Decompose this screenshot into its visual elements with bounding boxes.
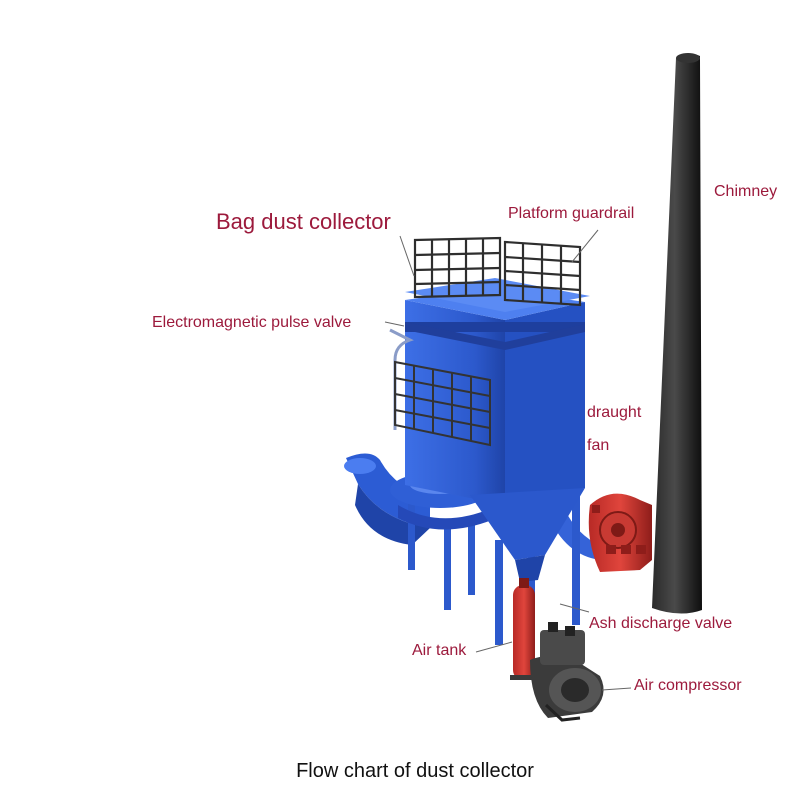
label-bag-dust-collector: Bag dust collector: [216, 211, 391, 233]
label-air-compressor: Air compressor: [634, 678, 742, 694]
label-fan: fan: [587, 438, 609, 454]
label-pulse-valve: Electromagnetic pulse valve: [152, 315, 351, 331]
label-chimney: Chimney: [714, 184, 777, 200]
label-ash-discharge-valve: Ash discharge valve: [589, 616, 732, 632]
figure-caption: Flow chart of dust collector: [0, 760, 800, 783]
label-air-tank: Air tank: [412, 643, 466, 659]
air-compressor-shape: [530, 622, 604, 720]
chimney-shape: [652, 53, 702, 614]
label-draught: draught: [587, 405, 641, 421]
label-platform-guardrail: Platform guardrail: [508, 206, 634, 222]
